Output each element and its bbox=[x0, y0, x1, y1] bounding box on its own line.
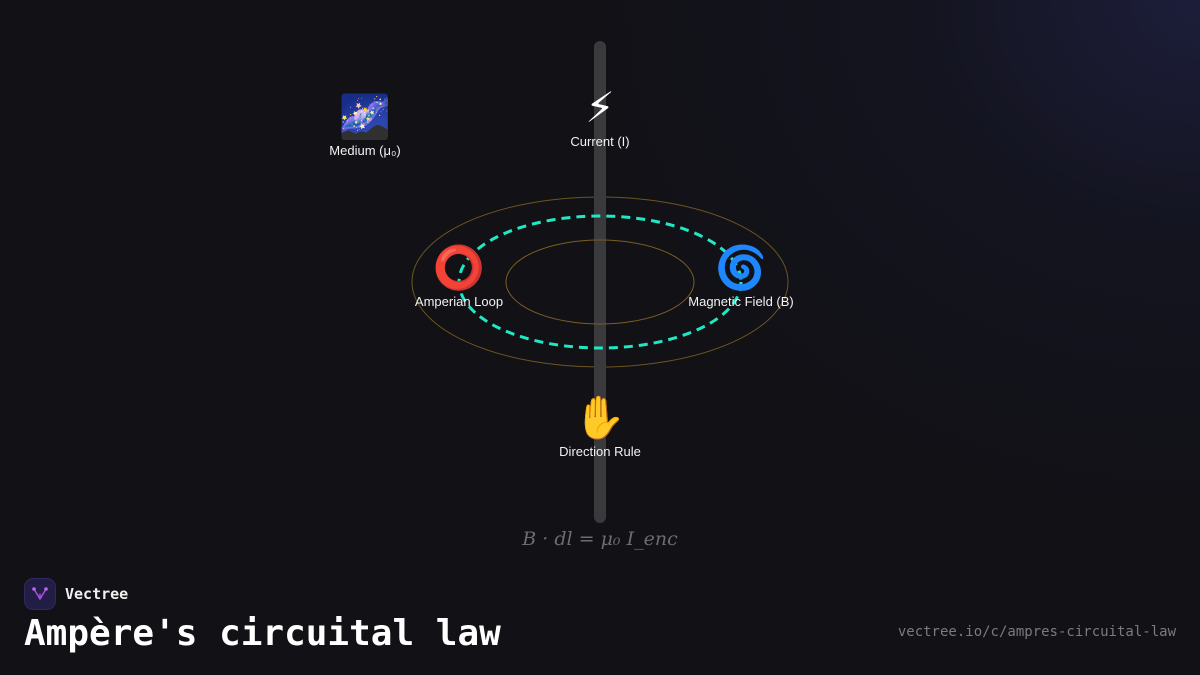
lightning-icon: ⚡ bbox=[585, 83, 615, 132]
brand-name: Vectree bbox=[65, 585, 129, 603]
node-magnetic-field: 🌀 Magnetic Field (B) bbox=[688, 244, 793, 310]
node-medium-label: Medium (μ₀) bbox=[329, 143, 401, 158]
node-medium: 🌌 Medium (μ₀) bbox=[329, 93, 400, 159]
node-amperian-loop-label: Amperian Loop bbox=[414, 294, 504, 309]
node-current: ⚡ Current (I) bbox=[570, 84, 629, 150]
inner-field-ring bbox=[505, 239, 695, 325]
node-direction-rule-label: Direction Rule bbox=[559, 444, 641, 459]
node-current-label: Current (I) bbox=[570, 134, 630, 149]
vectree-logo-icon bbox=[24, 578, 56, 610]
page-title: Ampère's circuital law bbox=[24, 613, 501, 654]
brand: Vectree bbox=[24, 577, 128, 611]
current-wire bbox=[594, 41, 606, 523]
node-magnetic-field-label: Magnetic Field (B) bbox=[688, 294, 794, 309]
page-url[interactable]: vectree.io/c/ampres-circuital-law bbox=[897, 624, 1176, 640]
node-amperian-loop: ⭕ Amperian Loop bbox=[415, 244, 503, 310]
hollow-circle-icon: ⭕ bbox=[432, 243, 486, 292]
galaxy-icon: 🌌 bbox=[338, 92, 392, 141]
raised-hand-icon: ✋ bbox=[573, 393, 627, 442]
node-direction-rule: ✋ Direction Rule bbox=[559, 394, 641, 460]
ampere-formula: B · dl = μ₀ I_enc bbox=[522, 528, 678, 550]
spiral-icon: 🌀 bbox=[714, 243, 768, 292]
amperian-loop-path bbox=[457, 214, 743, 350]
